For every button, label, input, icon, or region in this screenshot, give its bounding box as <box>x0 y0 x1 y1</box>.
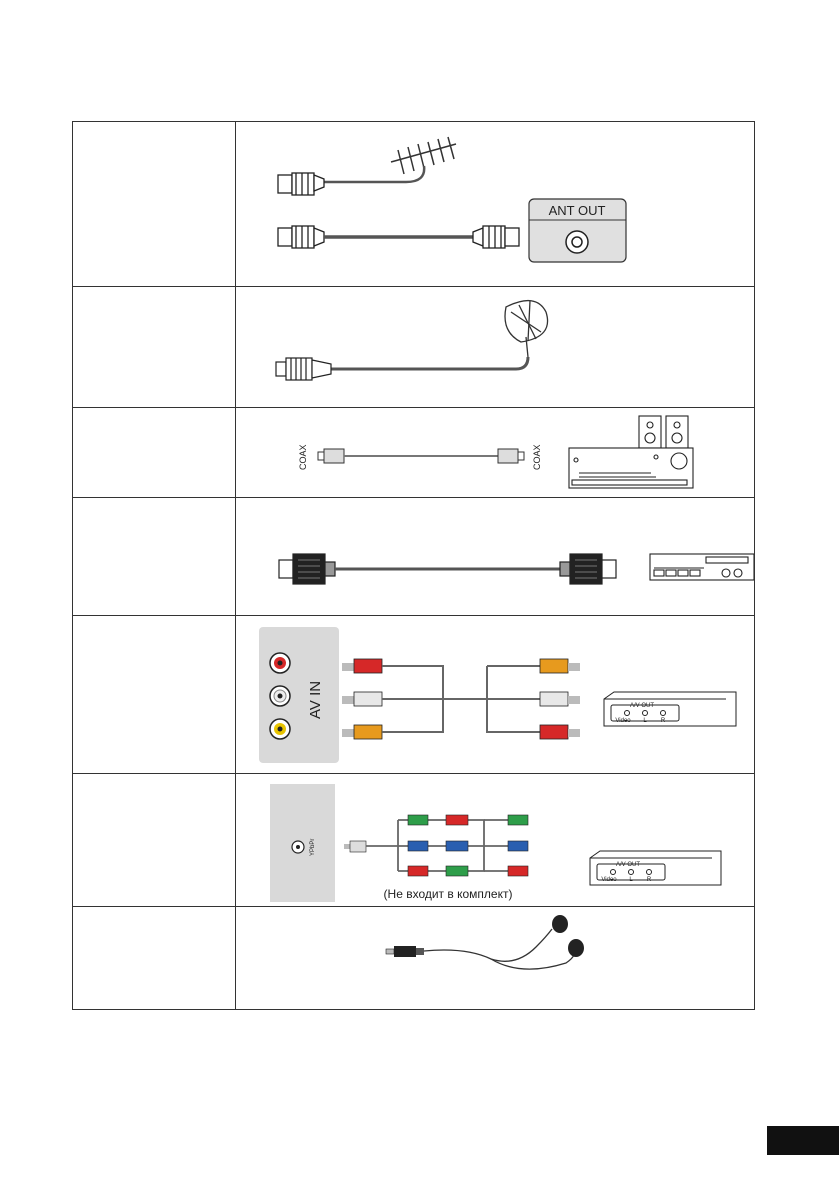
f-plug-icon <box>275 357 332 381</box>
av-in-label: AV IN <box>307 681 324 719</box>
hdmi-diagram <box>236 498 754 615</box>
amplifier-icon <box>568 415 694 489</box>
av-port-video: Video <box>601 877 617 883</box>
satellite-diagram <box>236 287 754 407</box>
antenna-diagram: ANT OUT <box>236 122 754 286</box>
page-number-tab <box>767 1126 839 1155</box>
coax-cable-icon <box>317 448 525 464</box>
satellite-dish-icon <box>504 300 549 358</box>
row-label <box>73 122 236 286</box>
row-satellite <box>73 286 754 407</box>
row-ypbpr: YPbPr <box>73 773 754 906</box>
hdmi-cable-icon <box>278 553 617 585</box>
av-port-r: R <box>647 877 652 883</box>
coax-right-tag: COAX <box>532 444 542 470</box>
row-label <box>73 907 236 1010</box>
not-included-note: (Не входит в комплект) <box>384 887 513 901</box>
av-port-l: L <box>629 877 633 883</box>
row-av: AV IN <box>73 615 754 773</box>
av-diagram: AV IN <box>236 616 754 773</box>
av-out-label: A/V OUT <box>630 703 654 709</box>
dvd-player-icon <box>649 553 754 581</box>
ypbpr-label: YPbPr <box>310 839 316 856</box>
earphones-diagram <box>236 907 754 1010</box>
ant-out-label: ANT OUT <box>549 203 606 218</box>
row-label <box>73 774 236 906</box>
ypbpr-panel: YPbPr <box>270 784 335 902</box>
earphones-icon <box>385 915 584 970</box>
av-in-panel: AV IN <box>259 627 339 763</box>
antenna-icon <box>324 136 457 184</box>
row-coax: COAX COAX <box>73 407 754 497</box>
row-label <box>73 616 236 773</box>
av-out-device-icon: A/V OUT Video L R <box>589 850 722 886</box>
rf-cable-icon <box>277 225 520 249</box>
row-label <box>73 498 236 615</box>
row-antenna: ANT OUT <box>73 122 754 286</box>
row-label <box>73 287 236 407</box>
av-out-device-icon: A/V OUT Video L R <box>603 691 737 727</box>
av-port-video: Video <box>615 718 631 724</box>
row-label <box>73 408 236 497</box>
rf-plug-icon <box>277 172 325 196</box>
av-port-l: L <box>643 718 647 724</box>
av-port-r: R <box>661 718 666 724</box>
coax-left-tag: COAX <box>298 444 308 470</box>
ypbpr-diagram: YPbPr <box>236 774 754 906</box>
rca-cables-icon <box>342 658 580 740</box>
component-cables-icon <box>344 814 529 877</box>
coax-diagram: COAX COAX <box>236 408 754 497</box>
connection-table: ANT OUT <box>72 121 755 1010</box>
row-earphones <box>73 906 754 1010</box>
av-out-label: A/V OUT <box>616 862 640 868</box>
ant-out-panel: ANT OUT <box>528 198 627 263</box>
row-hdmi <box>73 497 754 615</box>
